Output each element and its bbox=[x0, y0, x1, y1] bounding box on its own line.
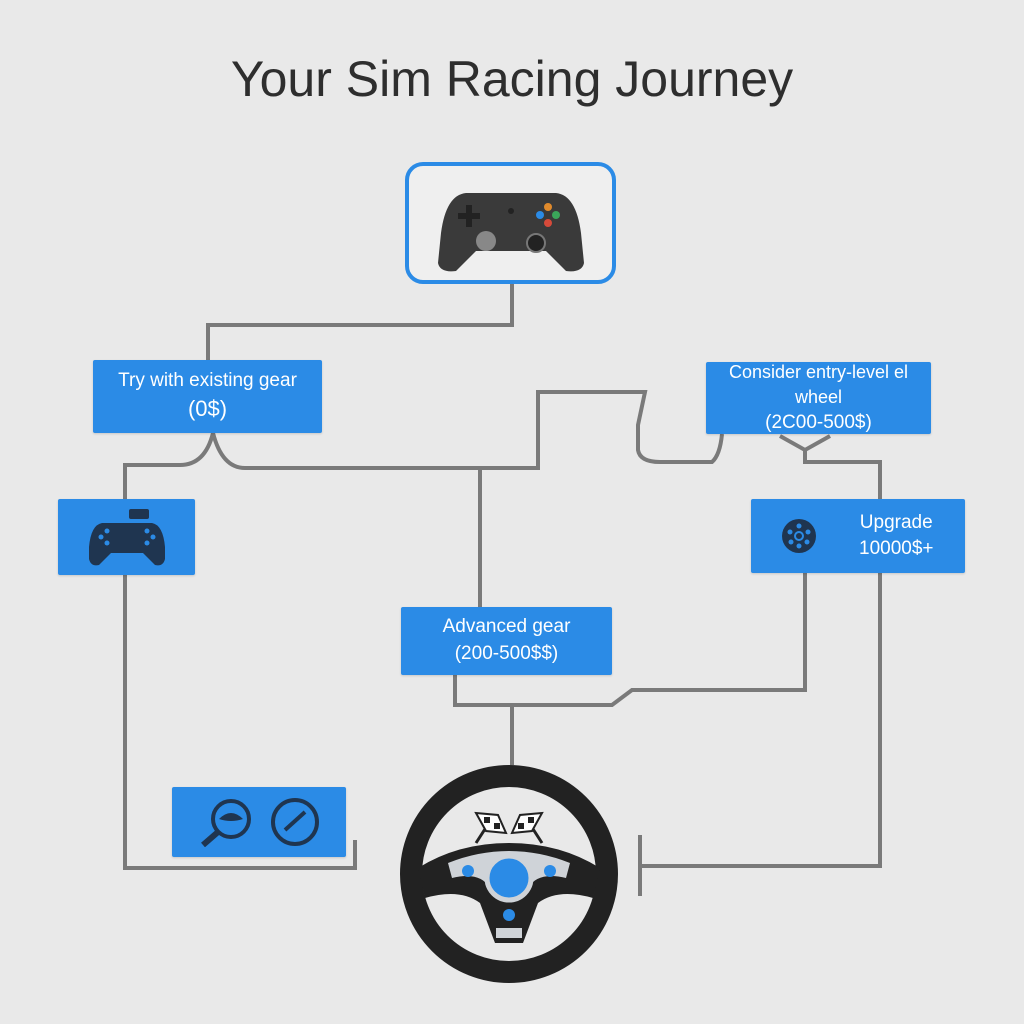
node-gamepad bbox=[58, 499, 195, 575]
node-price: (200-500$$) bbox=[454, 643, 559, 664]
node-gauges bbox=[172, 787, 346, 857]
node-price: (0$) bbox=[187, 396, 228, 422]
gamepad-icon bbox=[88, 509, 165, 566]
checkered-flags-icon bbox=[474, 811, 544, 844]
node-entry-wheel: Consider entry-level el wheel (2C00-500$… bbox=[706, 362, 931, 434]
steering-wheel-icon bbox=[400, 765, 618, 983]
node-label: Advanced gear bbox=[442, 616, 571, 638]
node-upgrade: Upgrade 10000$+ bbox=[751, 499, 965, 573]
page-title: Your Sim Racing Journey bbox=[230, 51, 794, 107]
node-label: Try with existing gear bbox=[118, 369, 297, 391]
magnifier-icon bbox=[201, 799, 251, 847]
node-price: 10000$+ bbox=[859, 538, 934, 559]
wheel-rim-icon bbox=[782, 519, 816, 553]
gamepad-icon bbox=[437, 193, 584, 272]
node-price: (2C00-500$) bbox=[765, 411, 872, 433]
node-existing-gear: Try with existing gear (0$) bbox=[93, 360, 322, 433]
gamepad-start-node bbox=[405, 162, 616, 284]
node-label: Consider entry-level el wheel bbox=[728, 361, 909, 407]
node-label: Upgrade bbox=[859, 512, 933, 534]
node-advanced-gear: Advanced gear (200-500$$) bbox=[401, 607, 612, 675]
gauge-icon bbox=[271, 798, 319, 846]
